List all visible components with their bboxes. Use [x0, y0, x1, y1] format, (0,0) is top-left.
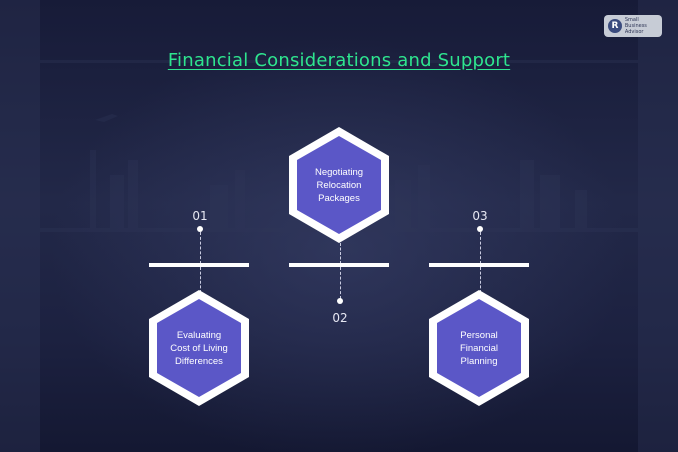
step-connector-bottom-1	[200, 267, 201, 293]
hexagon-label-2: Negotiating Relocation Packages	[314, 166, 364, 204]
step-dot-1	[197, 226, 203, 232]
logo-line-1: Small Business	[624, 17, 647, 29]
timeline-segment-3	[429, 263, 529, 267]
page-title: Financial Considerations and Support	[167, 50, 511, 71]
timeline-segment-1	[149, 263, 249, 267]
step-number-2: 02	[332, 311, 348, 325]
step-connector-top-2	[340, 243, 341, 264]
logo-mark: R	[608, 19, 622, 33]
hexagon-label-1: Evaluating Cost of Living Differences	[170, 329, 228, 367]
step-dot-3	[477, 226, 483, 232]
hexagon-step-3: Personal Financial Planning	[429, 290, 529, 406]
step-connector-top-3	[480, 232, 481, 264]
step-number-1: 01	[192, 209, 208, 223]
step-dot-2	[337, 298, 343, 304]
step-connector-bottom-2	[340, 267, 341, 299]
step-connector-bottom-3	[480, 267, 481, 293]
brand-logo: R Small Business Advisor	[604, 15, 662, 37]
step-number-3: 03	[472, 209, 488, 223]
hexagon-step-1: Evaluating Cost of Living Differences	[149, 290, 249, 406]
timeline-segment-2	[289, 263, 389, 267]
hexagon-step-2: Negotiating Relocation Packages	[289, 127, 389, 243]
step-connector-top-1	[200, 232, 201, 264]
hexagon-label-3: Personal Financial Planning	[459, 329, 499, 367]
logo-text: Small Business Advisor	[625, 17, 662, 35]
logo-line-2: Advisor	[624, 29, 644, 35]
